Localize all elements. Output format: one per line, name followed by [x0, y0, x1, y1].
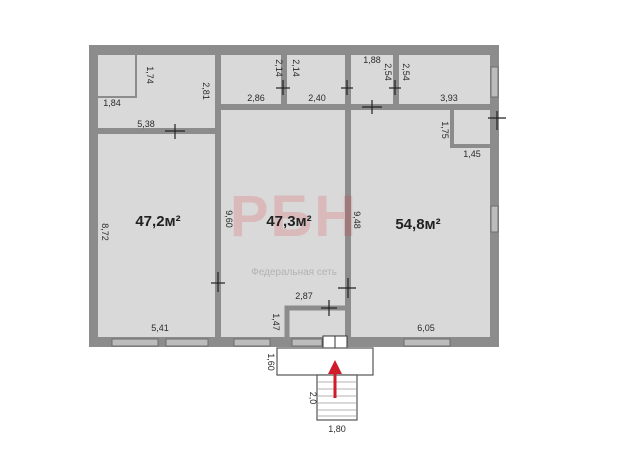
up-arrow-icon [328, 360, 342, 398]
room-middle [221, 110, 345, 337]
window [490, 66, 499, 98]
area-label-left: 47,2м² [135, 213, 180, 230]
dim-label: 9,60 [224, 210, 234, 228]
watermark-logo: РБН [230, 184, 358, 249]
dim-label: 2,81 [201, 82, 211, 100]
dim-label: 2,40 [308, 93, 326, 103]
dim-label: 2,87 [295, 291, 313, 301]
dim-label: 2,54 [383, 63, 393, 81]
window [233, 338, 271, 347]
room-top-right-a [351, 55, 393, 104]
top-left-closet-wall [98, 55, 137, 98]
dim-label: 9,48 [352, 211, 362, 229]
area-label-middle: 47,3м² [266, 213, 311, 230]
dim-label: 6,05 [417, 323, 435, 333]
dim-label: 5,41 [151, 323, 169, 333]
window [490, 205, 499, 233]
dimension-labels: 1,84 1,74 2,81 5,38 2,14 2,86 2,14 2,40 … [100, 55, 481, 434]
window [403, 338, 451, 347]
room-top-right-b [399, 55, 490, 104]
window [291, 338, 323, 347]
room-top-left [98, 55, 215, 128]
dim-label: 2,0 [308, 392, 318, 405]
windows [111, 66, 499, 347]
dim-label: 8,72 [100, 223, 110, 241]
window [111, 338, 159, 347]
dim-label: 1,75 [440, 121, 450, 139]
dim-label: 2,14 [291, 59, 301, 77]
dim-label: 1,60 [266, 353, 276, 371]
room-top-mid-a [221, 55, 281, 104]
window [165, 338, 209, 347]
dim-label: 1,45 [463, 149, 481, 159]
dim-label: 2,54 [401, 63, 411, 81]
dim-label: 1,88 [363, 55, 381, 65]
watermark-text: Федеральная сеть [251, 267, 337, 278]
room-top-mid-b [287, 55, 345, 104]
dim-label: 2,86 [247, 93, 265, 103]
dim-label: 1,74 [145, 66, 155, 84]
area-label-right: 54,8м² [395, 216, 440, 233]
dim-label: 5,38 [137, 119, 155, 129]
dim-label: 3,93 [440, 93, 458, 103]
dim-label: 1,47 [271, 313, 281, 331]
room-left [98, 134, 215, 337]
stairs [316, 374, 358, 421]
right-closet-wall [450, 110, 490, 148]
dim-label: 1,80 [328, 424, 346, 434]
stair-steps [318, 381, 356, 417]
dim-label: 2,14 [274, 59, 284, 77]
door-marks [165, 80, 506, 316]
porch [276, 347, 374, 376]
dim-label: 1,84 [103, 98, 121, 108]
